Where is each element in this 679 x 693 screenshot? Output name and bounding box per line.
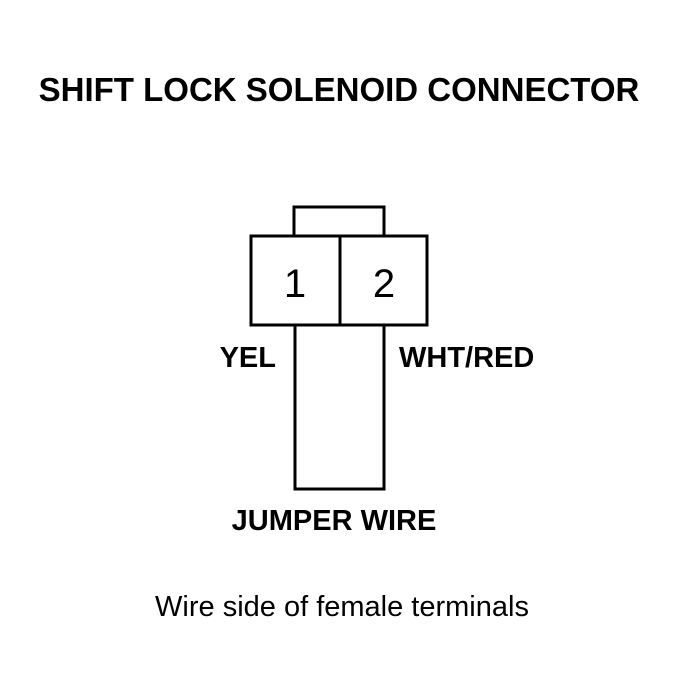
terminal-1-label: 1 xyxy=(284,262,306,306)
jumper-wire xyxy=(293,325,386,491)
diagram-title: SHIFT LOCK SOLENOID CONNECTOR xyxy=(39,71,640,108)
connector-lock-tab xyxy=(292,205,386,238)
jumper-wire-label: JUMPER WIRE xyxy=(232,505,437,537)
terminal-1-wire-color: YEL xyxy=(220,342,276,374)
terminal-2-label: 2 xyxy=(373,262,395,306)
diagram-caption: Wire side of female terminals xyxy=(155,591,529,623)
terminal-2-wire-color: WHT/RED xyxy=(399,342,534,374)
